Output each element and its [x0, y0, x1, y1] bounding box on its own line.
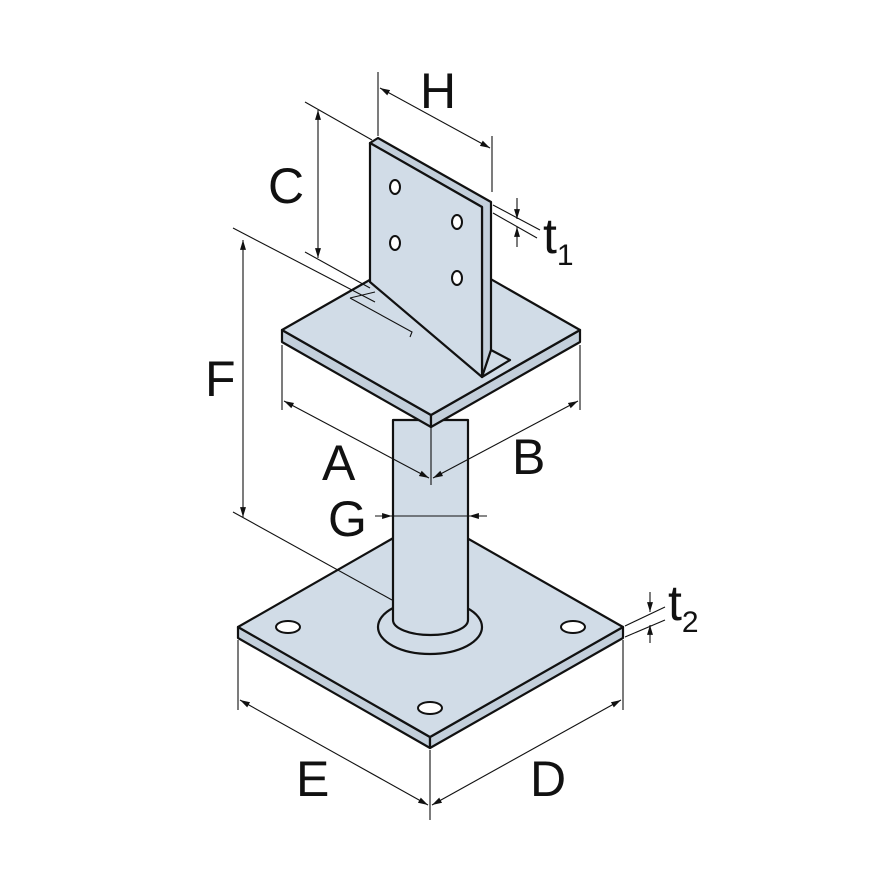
label-t2-main: t	[668, 575, 682, 631]
label-g: G	[328, 491, 367, 547]
label-c: C	[268, 158, 304, 214]
base-hole-left	[275, 620, 301, 634]
fin-hole-3	[389, 235, 401, 251]
post-tube	[391, 418, 470, 637]
label-h: H	[420, 63, 456, 119]
label-t2-sub: 2	[682, 606, 699, 639]
label-d: D	[530, 751, 566, 807]
dimension-lines	[232, 72, 666, 820]
fin-hole-4	[451, 270, 463, 286]
label-f: F	[205, 351, 236, 407]
label-a: A	[322, 435, 356, 491]
base-hole-front	[417, 701, 443, 715]
label-t1-main: t	[543, 208, 557, 264]
fin-hole-1	[389, 179, 401, 195]
t-fin	[368, 136, 512, 379]
label-t1: t1	[543, 208, 574, 272]
label-t2: t2	[668, 575, 699, 639]
label-t1-sub: 1	[557, 239, 574, 272]
label-b: B	[512, 429, 545, 485]
base-hole-right	[560, 620, 586, 634]
label-e: E	[296, 751, 329, 807]
fin-hole-2	[451, 214, 463, 230]
